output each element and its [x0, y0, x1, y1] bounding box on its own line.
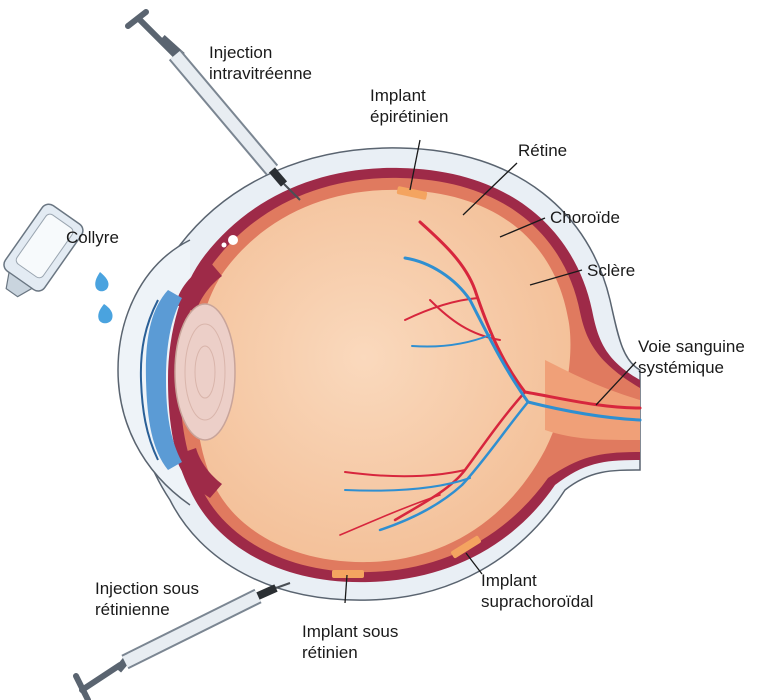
highlight: [228, 235, 238, 245]
label-implant-epiretinien: Implant épirétinien: [370, 85, 448, 127]
label-voie-sanguine: Voie sanguine systémique: [638, 336, 745, 378]
implant-sous-retinien: [332, 570, 364, 578]
label-retine: Rétine: [518, 140, 567, 161]
collyre-bottle-icon: [0, 201, 86, 306]
label-collyre: Collyre: [66, 227, 119, 248]
label-injection-sous-retinienne: Injection sous rétinienne: [95, 578, 199, 620]
label-implant-sous-retinien: Implant sous rétinien: [302, 621, 398, 663]
syringe-intravitreal-icon: [128, 12, 300, 200]
highlight-small: [222, 243, 227, 248]
drop-icon: [95, 272, 108, 291]
label-injection-intravitreenne: Injection intravitréenne: [209, 42, 312, 84]
lens: [175, 304, 235, 440]
label-implant-suprachoroidal: Implant suprachoroïdal: [481, 570, 593, 612]
label-sclere: Sclère: [587, 260, 635, 281]
drop-icon-2: [98, 304, 112, 323]
label-choroide: Choroïde: [550, 207, 620, 228]
